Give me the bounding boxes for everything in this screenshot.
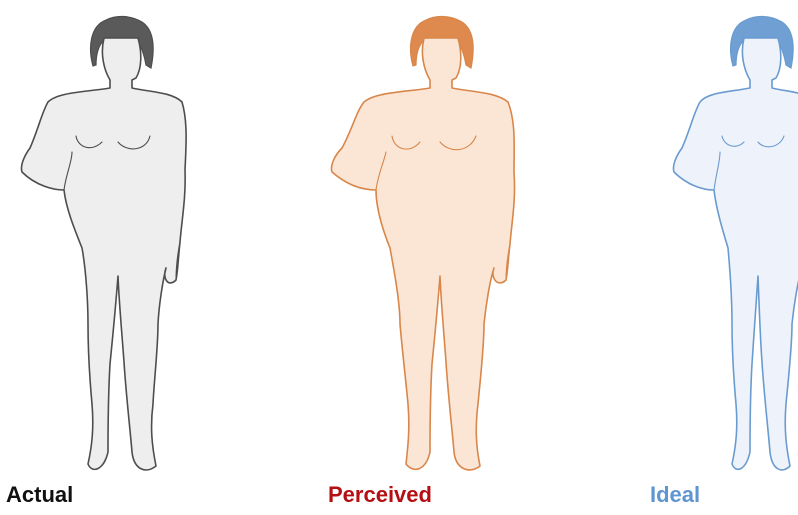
ideal-label: Ideal xyxy=(650,480,700,510)
ideal-body-outline xyxy=(673,38,798,470)
actual-label: Actual xyxy=(6,480,73,510)
perceived-body-silhouette xyxy=(320,12,520,474)
ideal-body-silhouette xyxy=(640,12,798,474)
actual-body-figure xyxy=(0,12,200,474)
actual-body-outline xyxy=(21,38,186,470)
ideal-body-figure xyxy=(640,12,798,474)
perceived-label: Perceived xyxy=(328,480,432,510)
perceived-body-outline xyxy=(331,38,514,470)
perceived-body-figure xyxy=(320,12,520,474)
actual-body-silhouette xyxy=(0,12,200,474)
